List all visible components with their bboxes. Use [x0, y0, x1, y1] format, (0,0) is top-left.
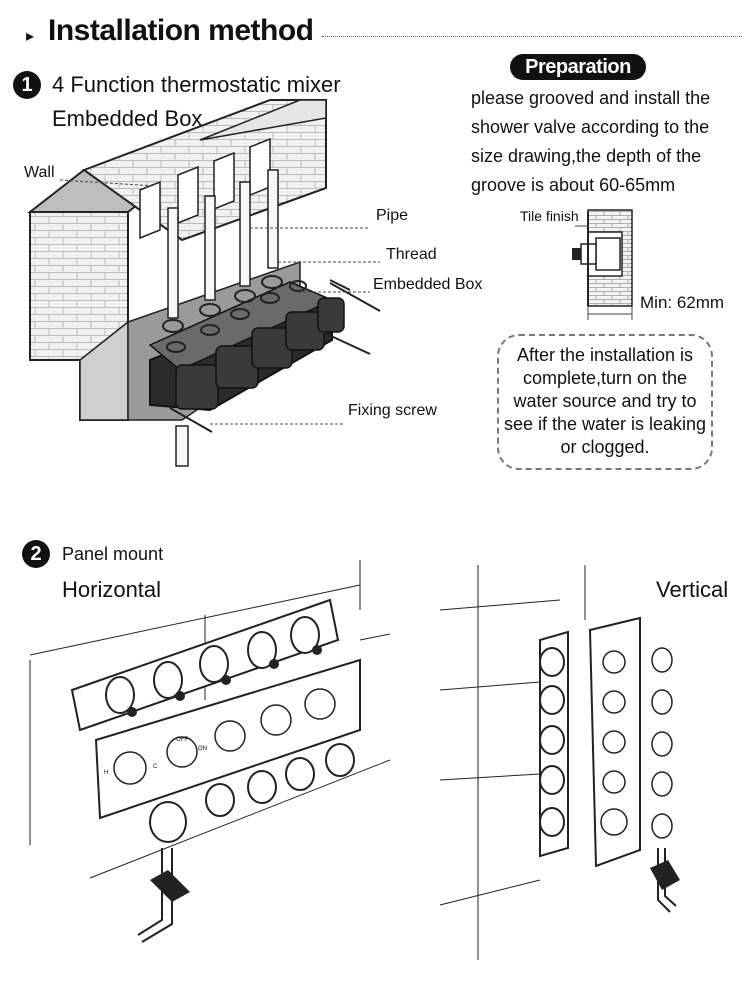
title-arrow-icon: ▸: [26, 28, 35, 45]
tile-finish-label: Tile finish: [520, 208, 579, 224]
page-title: Installation method: [48, 14, 314, 47]
preparation-text: please grooved and install the shower va…: [471, 88, 711, 195]
pipe-label: Pipe: [376, 207, 409, 224]
note-box: [497, 334, 713, 470]
vertical-panel-drawing: [439, 565, 680, 960]
section-2-title: Panel mount: [62, 544, 164, 564]
knob-hot-label: H: [104, 770, 109, 776]
section-1-title: 4 Function thermostatic mixer: [52, 72, 341, 97]
horizontal-label: Horizontal: [62, 577, 162, 602]
fixing-screw-label: Fixing screw: [348, 402, 437, 419]
wall-label: Wall: [24, 164, 55, 181]
min-depth-label: Min: 62mm: [640, 293, 725, 312]
knob-on-label: ON: [198, 746, 207, 752]
thread-label: Thread: [386, 246, 437, 263]
preparation-badge: Preparation: [510, 54, 646, 80]
embedded-box-label: Embedded Box: [373, 276, 483, 293]
horizontal-panel-drawing: [29, 560, 391, 943]
title-divider: [322, 36, 742, 37]
knob-off-label: OFF: [176, 737, 188, 743]
step-2-badge: 2: [22, 540, 50, 568]
step-1-badge: 1: [13, 71, 41, 99]
note-text: After the installation is complete,turn …: [503, 345, 707, 457]
section-1-subtitle: Embedded Box: [52, 106, 203, 131]
wall-drawing: [27, 99, 381, 467]
tile-finish-drawing: [572, 209, 633, 320]
knob-cold-label: C: [153, 764, 158, 770]
vertical-label: Vertical: [656, 577, 729, 602]
